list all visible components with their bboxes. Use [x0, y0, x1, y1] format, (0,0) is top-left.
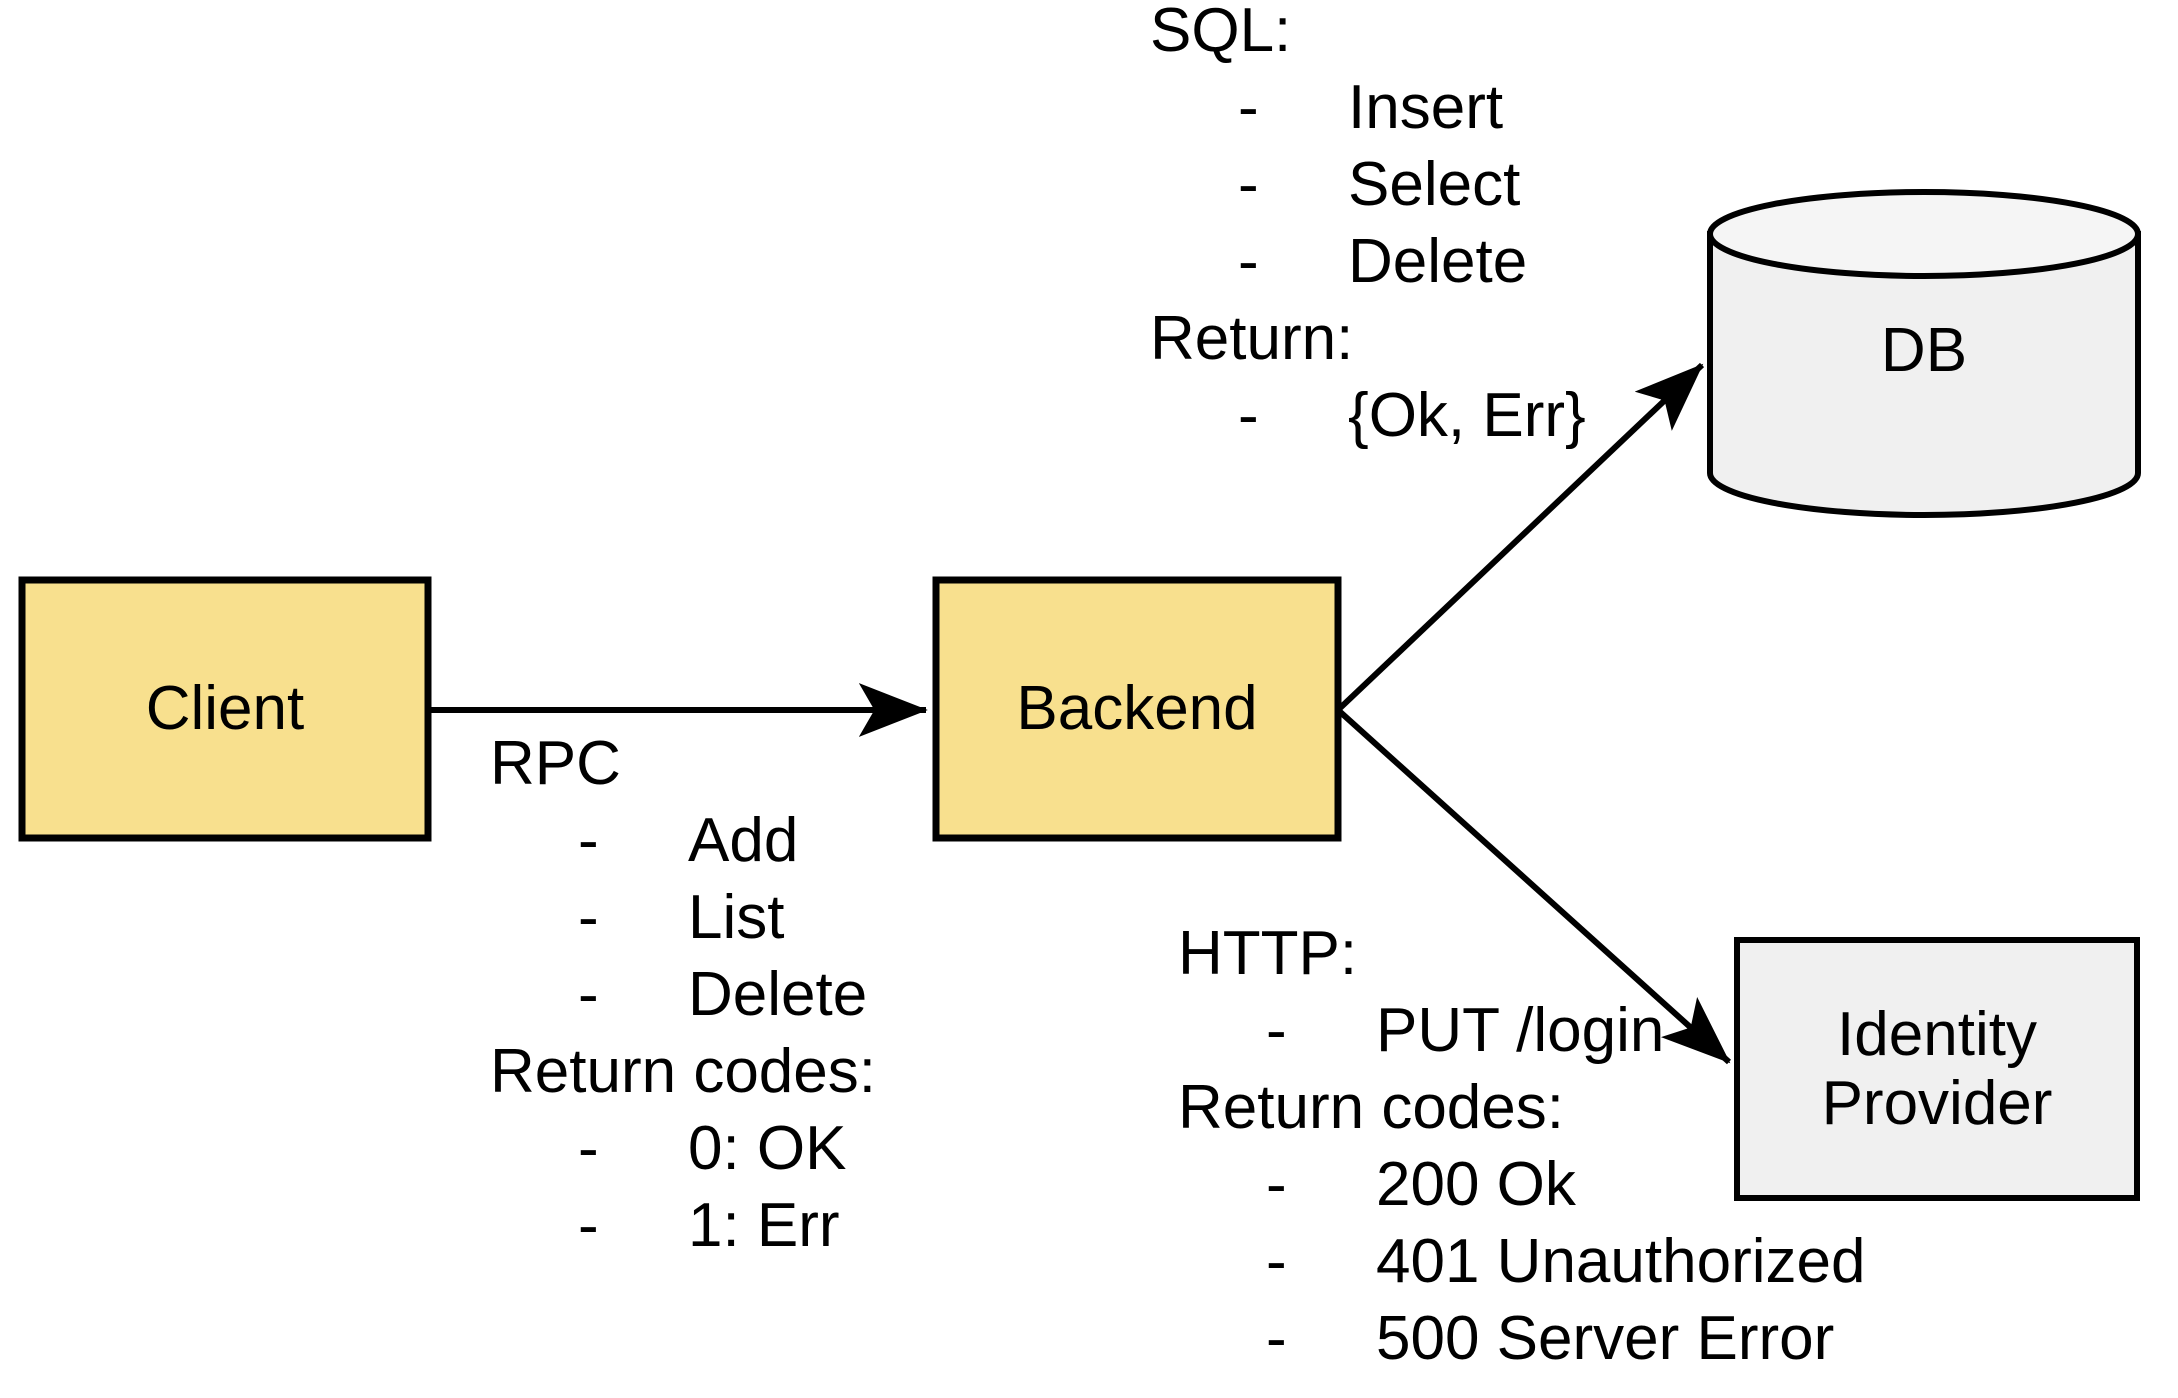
annotation-rpc-subitem: - 0: OK	[490, 1110, 876, 1187]
annotation-rpc: RPC - Add - List - Delete Return codes: - 0:…	[490, 725, 876, 1264]
annotation-http-subheading: Return codes:	[1178, 1073, 1564, 1142]
bullet-dash-icon: -	[1238, 381, 1259, 450]
annotation-sql-subitem: - {Ok, Err}	[1150, 377, 1586, 454]
annotation-rpc-subitem-label: 0: OK	[688, 1114, 847, 1183]
annotation-rpc-item-label: Delete	[688, 960, 868, 1029]
annotation-sql-item: - Select	[1150, 146, 1586, 223]
edge-backend-to-identity-provider	[1335, 707, 1732, 1065]
bullet-dash-icon: -	[578, 806, 599, 875]
annotation-sql-subitem-label: {Ok, Err}	[1348, 381, 1586, 450]
annotation-http: HTTP: -PUT /login Return codes: -200 Ok …	[1178, 915, 1865, 1377]
annotation-rpc-heading: RPC	[490, 729, 621, 798]
annotation-sql-heading: SQL:	[1150, 0, 1292, 65]
annotation-http-item-label: PUT /login	[1376, 996, 1665, 1065]
node-db-shape[interactable]	[1707, 189, 2141, 518]
annotation-sql: SQL: - Insert - Select - Delete Return: - {O…	[1150, 0, 1586, 454]
bullet-dash-icon: -	[578, 1114, 599, 1183]
node-client-shape[interactable]	[18, 576, 432, 842]
annotation-http-subitem-label: 500 Server Error	[1376, 1304, 1835, 1373]
annotation-http-item: - PUT /login	[1178, 992, 1865, 1069]
edge-backend-to-db	[1335, 362, 1705, 713]
bullet-dash-icon: -	[1266, 996, 1287, 1065]
annotation-http-subitem-label: 200 Ok	[1376, 1150, 1576, 1219]
annotation-http-subitem: - 200 Ok	[1178, 1146, 1865, 1223]
annotation-sql-item: - Insert	[1150, 69, 1586, 146]
bullet-dash-icon: -	[578, 960, 599, 1029]
annotation-rpc-item: - Delete	[490, 956, 876, 1033]
bullet-dash-icon: -	[1266, 1304, 1287, 1373]
annotation-sql-item-label: Insert	[1348, 73, 1504, 142]
bullet-dash-icon: -	[1266, 1150, 1287, 1219]
node-identity-provider-shape[interactable]	[1734, 937, 2140, 1201]
bullet-dash-icon: -	[1238, 150, 1259, 219]
annotation-rpc-item: - Add	[490, 802, 876, 879]
bullet-dash-icon: -	[578, 1191, 599, 1260]
annotation-sql-item-label: Delete	[1348, 227, 1528, 296]
bullet-dash-icon: -	[1238, 227, 1259, 296]
node-backend-shape[interactable]	[932, 576, 1342, 842]
annotation-rpc-subheading: Return codes:	[490, 1037, 876, 1106]
bullet-dash-icon: -	[1238, 73, 1259, 142]
annotation-rpc-item-label: List	[688, 883, 785, 952]
bullet-dash-icon: -	[578, 883, 599, 952]
annotation-http-heading: HTTP:	[1178, 919, 1358, 988]
annotation-rpc-subitem-label: 1: Err	[688, 1191, 840, 1260]
annotation-http-subitem: - 401 Unauthorized	[1178, 1223, 1865, 1300]
annotation-sql-item: - Delete	[1150, 223, 1586, 300]
annotation-sql-item-label: Select	[1348, 150, 1521, 219]
annotation-rpc-item-label: Add	[688, 806, 799, 875]
annotation-http-subitem-label: 401 Unauthorized	[1376, 1227, 1866, 1296]
annotation-sql-subheading: Return:	[1150, 304, 1354, 373]
annotation-rpc-item: - List	[490, 879, 876, 956]
annotation-http-subitem: - 500 Server Error	[1178, 1300, 1865, 1377]
annotation-rpc-subitem: - 1: Err	[490, 1187, 876, 1264]
bullet-dash-icon: -	[1266, 1227, 1287, 1296]
